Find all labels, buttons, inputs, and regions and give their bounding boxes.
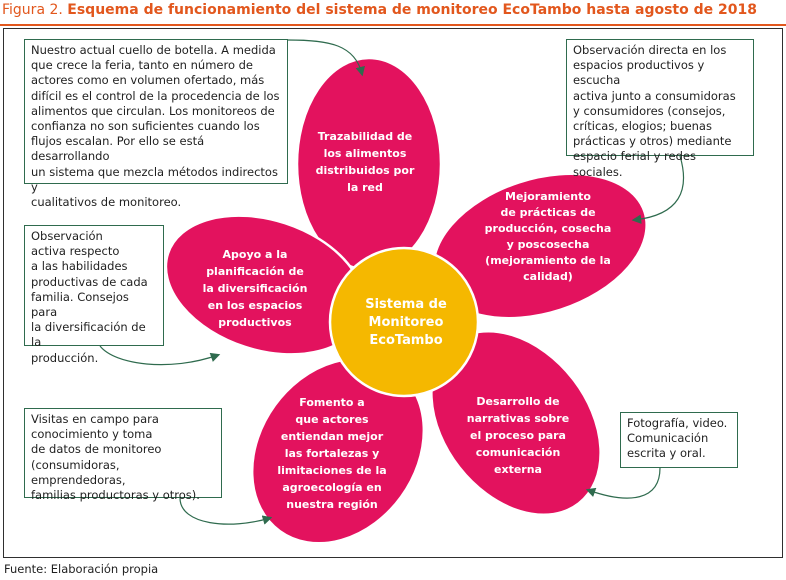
text-line: nuestra región xyxy=(286,498,378,511)
text-line: Apoyo a la xyxy=(223,248,288,261)
figure-label: Figura 2. xyxy=(2,2,63,18)
text-line: planificación de xyxy=(206,265,304,278)
text-line: Monitoreo xyxy=(369,315,444,330)
text-line: calidad) xyxy=(523,270,573,283)
text-line: Fomento a xyxy=(299,396,364,409)
center-circle xyxy=(328,246,480,398)
arrow-observacion-directa xyxy=(631,155,684,224)
text-line: Trazabilidad de xyxy=(318,130,413,143)
petal-text-narrativas: Desarrollo de narrativas sobre el proceso … xyxy=(467,395,569,476)
text-line: Mejoramiento xyxy=(505,190,591,203)
text-line: los alimentos xyxy=(324,147,407,160)
text-line: Sistema de xyxy=(365,297,447,312)
figure-frame xyxy=(3,28,783,558)
note-visitas-campo: Visitas en campo para conocimiento y tom… xyxy=(24,408,222,502)
note-cuello-de-botella: Nuestro actual cuello de botella. A medi… xyxy=(24,39,288,209)
petal-text-apoyo: Apoyo a la planificación de la diversifica… xyxy=(203,248,308,329)
petal-text-trazabilidad: Trazabilidad de los alimentos distribuidos… xyxy=(316,130,415,194)
text-line: distribuidos por xyxy=(316,164,415,177)
text-line: entiendan mejor xyxy=(281,430,384,443)
text-line: el proceso para xyxy=(470,429,566,442)
text-line: EcoTambo xyxy=(369,333,442,348)
arrow-fotografia xyxy=(585,467,661,499)
text-line: Desarrollo de xyxy=(476,395,559,408)
text-line: en los espacios xyxy=(208,299,303,312)
petal-text-mejoramiento: Mejoramiento de prácticas de producción, c… xyxy=(485,190,612,283)
note-fotografia-video: Fotografía, video. Comunicación escrita … xyxy=(620,412,738,468)
text-line: la diversificación xyxy=(203,282,308,295)
note-observacion-activa: Observación activa respecto a las habili… xyxy=(24,225,164,365)
petal-text-fomento: Fomento a que actores entiendan mejor las f… xyxy=(277,396,386,511)
text-line: agroecología en xyxy=(282,481,381,494)
text-line: y poscosecha xyxy=(507,238,590,251)
figure-title: Figura 2. Esquema de funcionamiento del … xyxy=(2,2,757,18)
arrow-observacion-activa xyxy=(99,345,221,366)
text-line: que actores xyxy=(295,413,369,426)
text-line: las fortalezas y xyxy=(285,447,380,460)
text-line: de prácticas de xyxy=(500,206,595,219)
text-line: (mejoramiento de la xyxy=(485,254,611,267)
text-line: producción, cosecha xyxy=(485,222,612,235)
source-note: Fuente: Elaboración propia xyxy=(4,562,159,576)
arrow-visitas xyxy=(179,497,273,525)
text-line: limitaciones de la xyxy=(277,464,386,477)
text-line: comunicación xyxy=(476,446,561,459)
arrow-cuello xyxy=(287,39,365,77)
text-line: externa xyxy=(494,463,542,476)
text-line: productivos xyxy=(218,316,292,329)
figure-main-title: Esquema de funcionamiento del sistema de… xyxy=(67,2,757,18)
note-observacion-directa: Observación directa en los espacios prod… xyxy=(566,39,754,179)
title-rule xyxy=(0,24,786,26)
text-line: narrativas sobre xyxy=(467,412,569,425)
text-line: la red xyxy=(347,181,383,194)
